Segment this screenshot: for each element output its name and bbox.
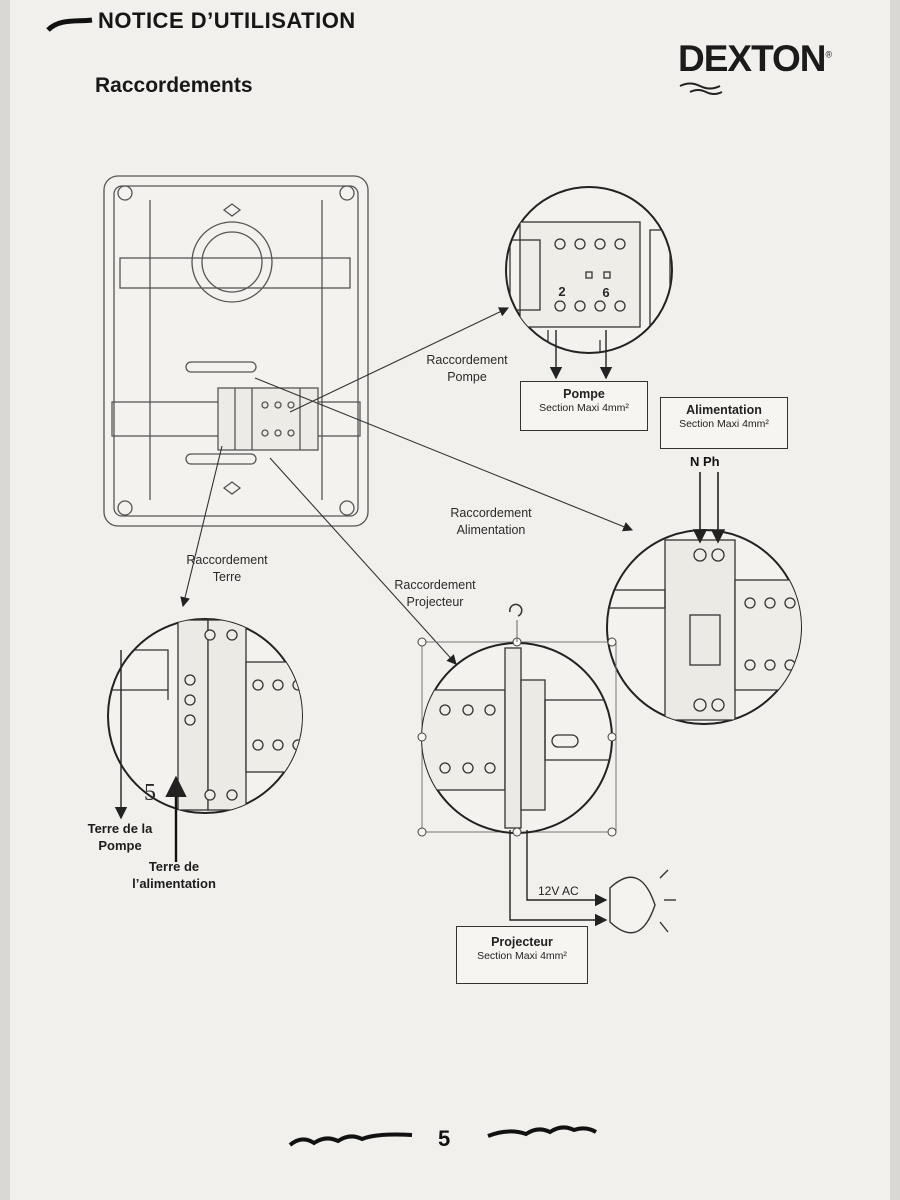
- label-line: Raccordement: [394, 578, 476, 592]
- power-terminal-zoom: [606, 472, 802, 725]
- light-terminal-zoom: [417, 603, 617, 927]
- pump-spec-box: Pompe Section Maxi 4mm²: [520, 381, 648, 431]
- page-number: 5: [438, 1126, 451, 1151]
- terminal-number: 5: [144, 780, 156, 806]
- label-line: Terre: [212, 570, 242, 584]
- label-line: Terre de: [148, 859, 200, 874]
- box-subtitle: Section Maxi 4mm²: [477, 950, 567, 962]
- brand-logo: DEXTON®: [678, 38, 833, 80]
- rotate-handle-icon: [509, 603, 523, 617]
- voltage-label: 12V AC: [538, 884, 579, 898]
- label-line: l’alimentation: [132, 876, 216, 891]
- label-line: Terre de la: [87, 821, 153, 836]
- box-subtitle: Section Maxi 4mm²: [539, 402, 629, 414]
- label-line: Raccordement: [186, 553, 268, 567]
- projector-lamp-icon: [609, 869, 676, 934]
- section-title: Raccordements: [95, 74, 253, 97]
- box-title: Projecteur: [491, 935, 553, 949]
- logo-text: DEXTON: [678, 38, 827, 79]
- enclosure-drawing: [103, 175, 369, 527]
- earth-terminal-zoom: [107, 618, 303, 862]
- label-line: Alimentation: [456, 523, 526, 537]
- power-terminal-labels: N Ph: [690, 454, 720, 469]
- label-line: Raccordement: [426, 353, 508, 367]
- label-line: Projecteur: [406, 595, 464, 609]
- label-line: Pompe: [98, 838, 142, 853]
- power-earth-label: Terre de l’alimentation: [124, 858, 224, 892]
- earth-connection-label: Raccordement Terre: [172, 552, 282, 586]
- label-line: Pompe: [447, 370, 487, 384]
- box-title: Alimentation: [686, 403, 762, 417]
- pump-connection-label: Raccordement Pompe: [412, 352, 522, 386]
- footer-swash-right-icon: [487, 1125, 598, 1138]
- box-subtitle: Section Maxi 4mm²: [679, 418, 769, 430]
- footer-swash-left-icon: [288, 1132, 413, 1147]
- power-spec-box: Alimentation Section Maxi 4mm²: [660, 397, 788, 449]
- header-swash-icon: [46, 17, 93, 32]
- logo-waves-icon: [679, 82, 723, 95]
- pump-earth-label: Terre de la Pompe: [72, 820, 168, 854]
- header-title: NOTICE D’UTILISATION: [98, 8, 356, 33]
- label-line: Raccordement: [450, 506, 532, 520]
- light-connection-label: Raccordement Projecteur: [380, 577, 490, 611]
- light-spec-box: Projecteur Section Maxi 4mm²: [456, 926, 588, 984]
- terminal-number: 2: [558, 284, 566, 299]
- power-connection-label: Raccordement Alimentation: [436, 505, 546, 539]
- pump-terminal-zoom: [505, 186, 673, 380]
- box-title: Pompe: [563, 387, 605, 401]
- leader-arrows: [180, 307, 634, 665]
- logo-mark: ®: [825, 49, 833, 60]
- terminal-number: 6: [602, 285, 610, 300]
